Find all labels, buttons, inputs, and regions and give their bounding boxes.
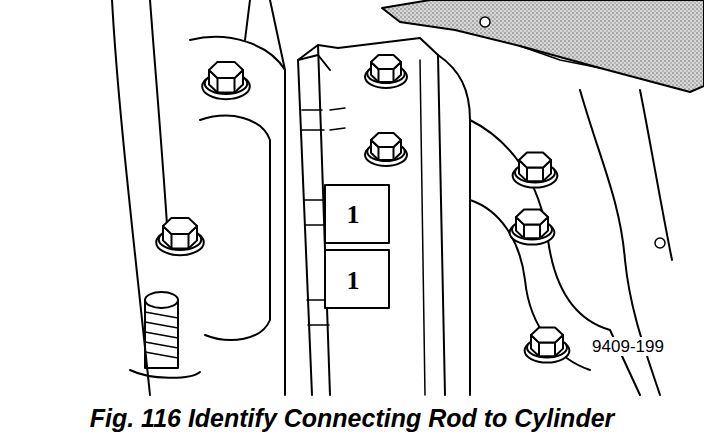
hex-bolt (525, 327, 570, 362)
hex-bolt (202, 62, 250, 99)
hex-bolt (365, 55, 407, 88)
figure-code-holder: 9409-199 (590, 337, 666, 357)
bolt-part (542, 168, 544, 182)
mark-plate (325, 185, 389, 243)
cylinder-mark-holder: 1 (347, 200, 360, 230)
bolt-part (538, 343, 540, 357)
figure-caption-holder: Fig. 116 Identify Connecting Rod to Cyli… (90, 404, 615, 433)
bolt-part (526, 168, 528, 182)
bolt-part (171, 234, 173, 248)
cylinder-mark-holder: 1 (347, 266, 360, 296)
bolt-part (393, 147, 395, 160)
bolt-part (234, 78, 236, 92)
hex-bolt (510, 209, 555, 244)
bolt-part (523, 225, 525, 239)
bolt-part (539, 225, 541, 239)
hex-bolt (156, 218, 204, 255)
bolt-part (371, 133, 401, 147)
cylinder-mark: 1 (347, 266, 360, 295)
bolt-part (378, 147, 380, 160)
hex-bolt (513, 152, 558, 187)
bolt-part (554, 343, 556, 357)
figure-caption: Fig. 116 Identify Connecting Rod to Cyli… (90, 404, 615, 432)
bolt-part (531, 327, 563, 342)
mark-plate (325, 250, 389, 308)
figure-code: 9409-199 (590, 337, 666, 356)
bolt-part (163, 218, 197, 234)
bolt-part (188, 234, 190, 248)
hex-bolt (365, 133, 407, 166)
cylinder-mark: 1 (347, 200, 360, 229)
bolt-part (209, 62, 243, 78)
bolt-part (378, 69, 380, 82)
bolt-part (393, 69, 395, 82)
bolt-part (371, 55, 401, 69)
bolt-part (519, 152, 551, 167)
bolt-part (217, 78, 219, 92)
bolt-part (516, 209, 548, 224)
connecting-rod (298, 38, 445, 395)
